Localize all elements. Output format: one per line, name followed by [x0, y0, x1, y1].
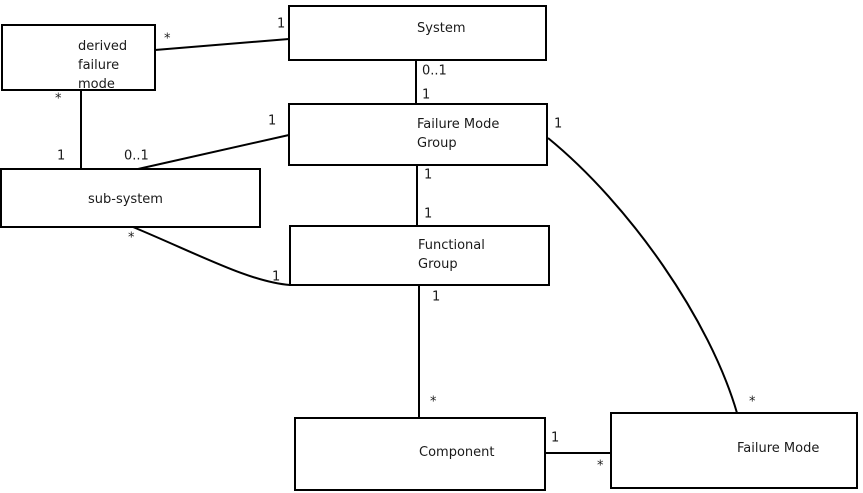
- class-box-rect-derived-failure-mode[interactable]: [1, 24, 156, 91]
- multiplicity-target-failure-mode-group-to-failure-mode: *: [749, 395, 756, 410]
- multiplicity-source-failure-mode-group-to-sub-system: 1: [268, 114, 276, 129]
- association-line-failure-mode-group-to-sub-system: [137, 134, 290, 170]
- class-name-line: mode: [78, 77, 115, 92]
- class-name-line: failure: [78, 58, 119, 73]
- class-box-rect-failure-mode-group[interactable]: [288, 103, 548, 166]
- class-name-line: derived: [78, 39, 127, 54]
- class-name-sub-system: sub-system: [88, 192, 163, 207]
- multiplicity-source-sub-system-to-functional-group: *: [128, 231, 135, 246]
- multiplicity-target-system-to-failure-mode-group: 1: [422, 88, 430, 103]
- multiplicity-source-component-to-failure-mode: 1: [551, 431, 559, 446]
- class-box-rect-system[interactable]: [288, 5, 547, 61]
- multiplicity-target-component-to-failure-mode: *: [597, 459, 604, 474]
- multiplicity-target-derived-failure-mode-to-system: 1: [277, 17, 285, 32]
- associations-layer: [80, 38, 738, 454]
- class-box-component[interactable]: Component: [294, 417, 546, 491]
- association-line-sub-system-to-functional-group: [132, 226, 291, 286]
- class-name-line: Component: [419, 445, 494, 460]
- multiplicity-source-derived-failure-mode-to-sub-system: *: [55, 92, 62, 107]
- class-box-rect-component[interactable]: [294, 417, 546, 491]
- class-box-failure-mode[interactable]: Failure Mode: [610, 412, 858, 489]
- class-name-line: Failure Mode: [737, 441, 819, 456]
- multiplicity-target-sub-system-to-functional-group: 1: [272, 270, 280, 285]
- class-box-sub-system[interactable]: sub-system: [0, 168, 261, 228]
- class-name-failure-mode: Failure Mode: [737, 441, 819, 456]
- class-name-line: System: [417, 21, 465, 36]
- class-name-line: Group: [418, 257, 458, 272]
- association-line-failure-mode-group-to-failure-mode: [547, 137, 738, 414]
- class-name-line: Functional: [418, 238, 485, 253]
- multiplicity-target-failure-mode-group-to-functional-group: 1: [424, 207, 432, 222]
- class-box-rect-sub-system[interactable]: [0, 168, 261, 228]
- multiplicity-target-failure-mode-group-to-sub-system: 0..1: [124, 149, 149, 164]
- class-name-system: System: [417, 21, 465, 36]
- multiplicity-target-functional-group-to-component: *: [430, 395, 437, 410]
- class-box-rect-functional-group[interactable]: [289, 225, 550, 286]
- class-name-line: Failure Mode: [417, 117, 499, 132]
- multiplicity-source-failure-mode-group-to-functional-group: 1: [424, 168, 432, 183]
- class-box-derived-failure-mode[interactable]: derived failure mode: [1, 24, 156, 92]
- class-name-line: sub-system: [88, 192, 163, 207]
- class-box-rect-failure-mode[interactable]: [610, 412, 858, 489]
- multiplicity-source-failure-mode-group-to-failure-mode: 1: [554, 117, 562, 132]
- class-name-component: Component: [419, 445, 494, 460]
- class-name-line: Group: [417, 136, 457, 151]
- multiplicity-source-functional-group-to-component: 1: [432, 290, 440, 305]
- multiplicity-target-derived-failure-mode-to-sub-system: 1: [57, 149, 65, 164]
- class-name-derived-failure-mode: derived failure mode: [78, 39, 127, 92]
- class-box-system[interactable]: System: [288, 5, 547, 61]
- multiplicity-source-derived-failure-mode-to-system: *: [164, 32, 171, 47]
- multiplicity-source-system-to-failure-mode-group: 0..1: [422, 64, 447, 79]
- association-line-derived-failure-mode-to-system: [154, 38, 290, 51]
- multiplicity-layer: * 1 0..1 1 * 1 1 0..1 1 1 * 1 1 * 1 * 1 *: [55, 17, 756, 474]
